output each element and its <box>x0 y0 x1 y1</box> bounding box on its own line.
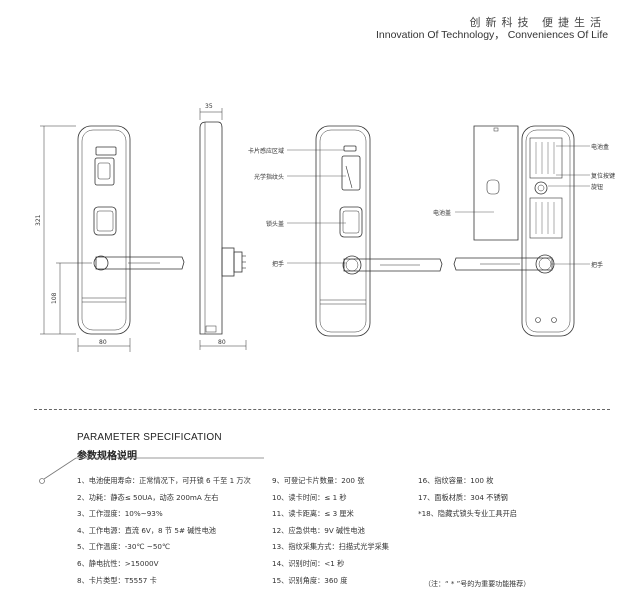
back-view <box>453 125 575 337</box>
param-item: 6、静电抗性：>15000V <box>77 558 159 568</box>
param-item: 16、指纹容量：100 枚 <box>418 476 494 485</box>
param-item: 2、功耗：静态≤ 50UA，动态 200mA 左右 <box>77 492 219 502</box>
param-item: 15、识别角度：360 度 <box>272 575 348 585</box>
params-column-2: 9、可登记卡片数量：200 张 10、读卡时间：≤ 1 秒 11、读卡距离：≤ … <box>272 473 389 589</box>
battery-cover-part <box>473 125 519 241</box>
handle-lever <box>95 256 185 270</box>
side-spindle <box>221 247 235 277</box>
callout-lock-cover: 锁头盖 <box>266 221 285 228</box>
callout-leaders-left <box>287 149 346 264</box>
params-column-1: 1、电池使用寿命：正常情况下，可开锁 6 千至 1 万次 2、功耗：静态≤ 50… <box>77 473 251 589</box>
dashed-separator <box>34 409 610 410</box>
front-view <box>77 125 185 335</box>
title-underline <box>39 457 264 484</box>
side-handle-end <box>233 251 243 273</box>
param-item: 17、面板材质：304 不锈钢 <box>418 492 508 502</box>
param-item: 5、工作温度：-30℃ ~50℃ <box>77 542 171 552</box>
callout-battery-box: 电池盒 <box>591 144 610 151</box>
param-item: 9、可登记卡片数量：200 张 <box>272 476 365 485</box>
front-view-2 <box>315 125 443 337</box>
param-item: 3、工作湿度：10%~93% <box>77 509 163 519</box>
lock-technical-drawing <box>40 108 590 352</box>
side-panel-outline <box>199 121 223 335</box>
param-item: 10、读卡时间：≤ 1 秒 <box>272 492 347 502</box>
handle-height-label: 108 <box>51 292 58 304</box>
callout-knob: 旋钮 <box>591 184 604 191</box>
front-panel-outline <box>77 125 131 335</box>
footnote: （注：“ * ”号的为重要功能推荐） <box>424 580 531 588</box>
height-dimension <box>40 125 131 352</box>
callout-card-area: 卡片感应区域 <box>248 148 285 155</box>
fingerprint-sensor <box>94 157 115 186</box>
params-title-en: PARAMETER SPECIFICATION <box>77 432 222 443</box>
battery-box-top <box>529 137 563 179</box>
height-label: 321 <box>35 214 42 226</box>
callout-handle-left: 把手 <box>272 261 285 268</box>
params-title-cn: 参数规格说明 <box>77 451 137 462</box>
side-dimensions <box>199 108 247 350</box>
callout-reset-button: 复位按键 <box>591 173 616 180</box>
param-item: *18、隐藏式锁头专业工具开启 <box>418 509 517 519</box>
param-item: 12、应急供电：9V 碱性电池 <box>272 525 365 535</box>
side-width-label: 80 <box>218 339 226 346</box>
lock-cover <box>93 206 117 236</box>
callout-fingerprint: 光学指纹头 <box>254 174 285 181</box>
callout-leaders-right <box>548 145 590 265</box>
param-item: 8、卡片类型：T5557 卡 <box>77 575 157 585</box>
lock-cover-inner <box>96 210 114 232</box>
fingerprint-window <box>97 162 111 180</box>
param-item: 13、指纹采集方式：扫描式光学采集 <box>272 542 389 552</box>
param-item: 11、读卡距离：≤ 3 厘米 <box>272 509 354 519</box>
front-panel-inner <box>81 129 127 331</box>
callout-handle-right: 把手 <box>591 262 604 269</box>
callout-battery-cover: 电池盖 <box>433 210 452 217</box>
param-item: 4、工作电源：直流 6V，8 节 5# 碱性电池 <box>77 525 216 535</box>
param-item: 14、识别时间：<1 秒 <box>272 558 345 568</box>
front-width-label: 80 <box>99 339 107 346</box>
card-area-slot <box>95 146 117 156</box>
depth-label: 35 <box>205 103 213 110</box>
side-view <box>199 121 246 335</box>
params-column-3: 16、指纹容量：100 枚 17、面板材质：304 不锈钢 *18、隐藏式锁头专… <box>418 473 517 523</box>
handle-rose <box>93 255 109 271</box>
param-item: 1、电池使用寿命：正常情况下，可开锁 6 千至 1 万次 <box>77 476 251 485</box>
slogan-cn: 创新科技 便捷生活 <box>469 16 606 29</box>
slogan-en: Innovation Of Technology， Conveniences O… <box>376 29 609 41</box>
battery-box-bottom <box>529 197 563 239</box>
